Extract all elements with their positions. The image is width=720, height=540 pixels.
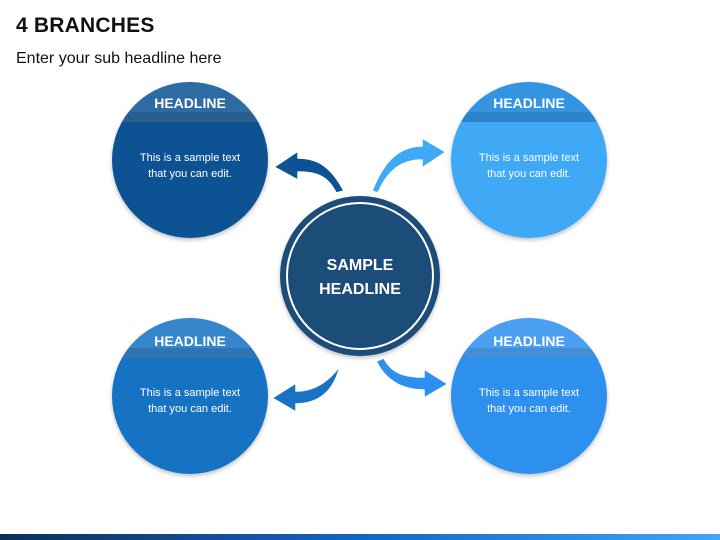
branch-circle bbox=[451, 318, 607, 474]
branch-circle bbox=[112, 318, 268, 474]
curved-arrow-icon bbox=[375, 357, 449, 399]
branch-circle bbox=[451, 82, 607, 238]
center-inner-ring bbox=[286, 202, 434, 350]
branch-circle bbox=[112, 82, 268, 238]
branch-text-line1: This is a sample text bbox=[479, 152, 579, 164]
center-outer-ring bbox=[280, 196, 440, 356]
center-headline-line1: SAMPLE bbox=[327, 257, 394, 274]
branch-bottom-right: HEADLINE This is a sample text that you … bbox=[451, 318, 607, 474]
slide-subtitle: Enter your sub headline here bbox=[16, 50, 222, 67]
branch-text-line1: This is a sample text bbox=[479, 387, 579, 399]
branch-text-line2: that you can edit. bbox=[487, 168, 571, 180]
branch-headline: HEADLINE bbox=[154, 333, 226, 349]
branch-top-right: HEADLINE This is a sample text that you … bbox=[451, 82, 607, 238]
curved-arrow-icon bbox=[371, 137, 447, 194]
arrow-top-right bbox=[371, 137, 447, 194]
branch-headline: HEADLINE bbox=[493, 333, 565, 349]
branch-text-line1: This is a sample text bbox=[140, 387, 240, 399]
curved-arrow-icon bbox=[271, 359, 345, 413]
arrow-top-left bbox=[273, 150, 345, 194]
branch-text-line1: This is a sample text bbox=[140, 152, 240, 164]
arrow-bottom-left bbox=[271, 359, 345, 413]
slide-title: 4 BRANCHES bbox=[16, 14, 155, 37]
curved-arrow-icon bbox=[273, 150, 345, 194]
branch-text-line2: that you can edit. bbox=[148, 168, 232, 180]
branch-text-line2: that you can edit. bbox=[148, 403, 232, 415]
bottom-accent-bar bbox=[0, 534, 720, 540]
headline-band-shade bbox=[112, 348, 268, 358]
branch-top-left: HEADLINE This is a sample text that you … bbox=[112, 82, 268, 238]
branch-headline: HEADLINE bbox=[154, 95, 226, 111]
arrow-bottom-right bbox=[375, 357, 449, 399]
branch-headline: HEADLINE bbox=[493, 95, 565, 111]
headline-band-shade bbox=[451, 348, 607, 358]
branch-text-line2: that you can edit. bbox=[487, 403, 571, 415]
headline-band-shade bbox=[112, 112, 268, 122]
headline-band-shade bbox=[451, 112, 607, 122]
center-headline-line2: HEADLINE bbox=[319, 281, 401, 298]
branch-bottom-left: HEADLINE This is a sample text that you … bbox=[112, 318, 268, 474]
center-node: SAMPLE HEADLINE bbox=[280, 196, 440, 356]
